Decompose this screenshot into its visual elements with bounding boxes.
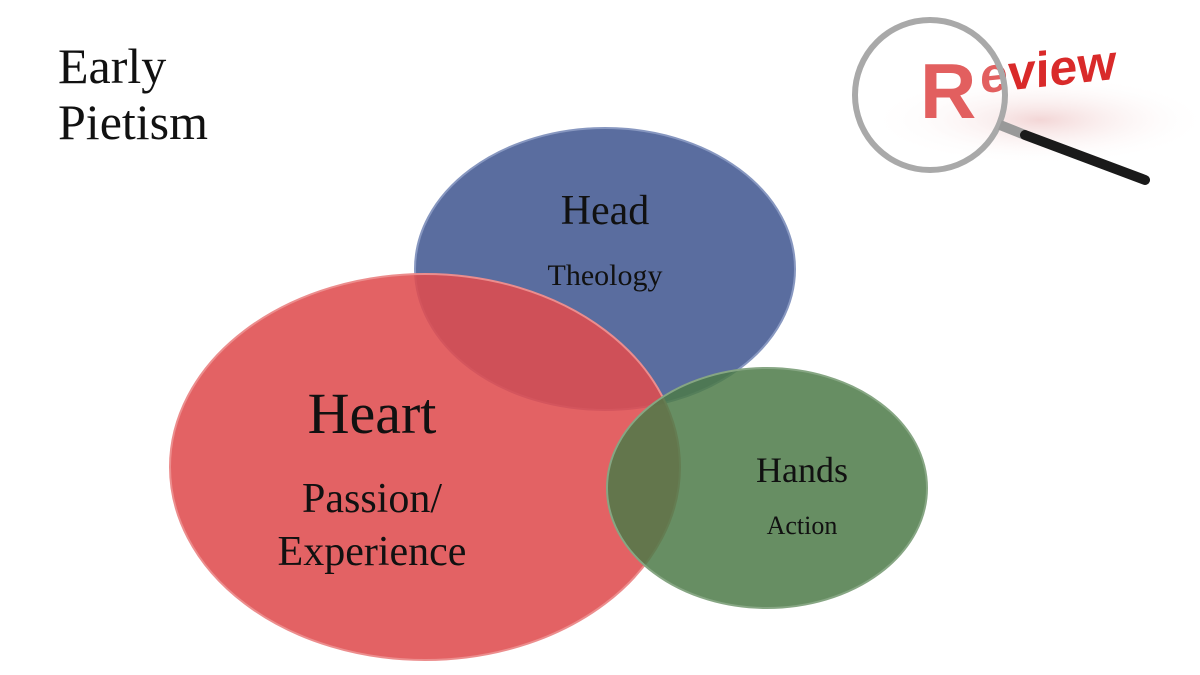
head-sublabel: Theology [548, 259, 663, 292]
title-line-2: Pietism [58, 94, 209, 150]
magnifier-lens-icon [852, 17, 1008, 173]
review-logo-text: R [920, 47, 976, 135]
review-magnifier-image: R eview [852, 17, 1200, 185]
magnifier-handle-icon [1020, 130, 1150, 185]
hands-sublabel: Action [767, 511, 838, 540]
head-label: Head [561, 188, 650, 234]
heart-label: Heart [308, 381, 437, 446]
slide-title: Early Pietism [58, 38, 208, 150]
heart-sublabel-line1: Passion/ [302, 476, 442, 522]
hands-circle [606, 367, 928, 609]
heart-sublabel-line2: Experience [278, 529, 467, 575]
heart-circle [169, 273, 681, 661]
title-line-1: Early [58, 38, 167, 94]
hands-label: Hands [756, 450, 848, 490]
